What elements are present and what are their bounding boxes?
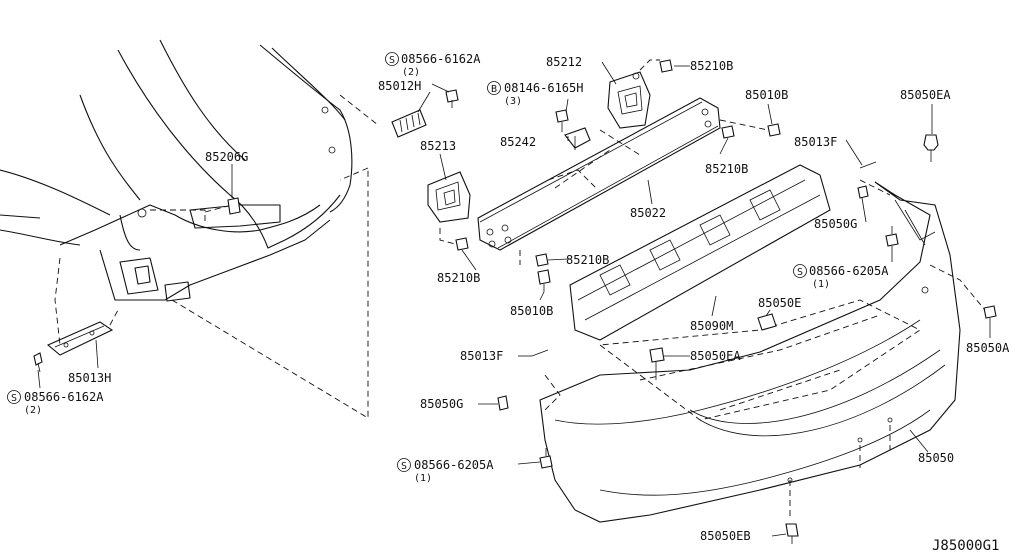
callout-85010B-top: 85010B — [745, 88, 788, 102]
qty-08566-6162A-top: (2) — [402, 67, 420, 78]
callout-85210B-mid: 85210B — [566, 253, 609, 267]
prefix-s-icon — [7, 390, 21, 404]
qty-08566-6205A-right: (1) — [812, 279, 830, 290]
callout-08566-6205A-bottom: 08566-6205A — [414, 458, 494, 472]
callout-85013F-upper: 85013F — [794, 135, 837, 149]
callout-85050EA-mid: 85050EA — [690, 349, 741, 363]
callout-85050G-left: 85050G — [420, 397, 463, 411]
callout-08566-6205A-right: 08566-6205A — [809, 264, 889, 278]
qty-08146-6165H: (3) — [504, 96, 522, 107]
screw-08566-6205A-bottom — [539, 448, 553, 469]
reinforcement-85022 — [477, 97, 721, 265]
energy-absorber-85090M — [569, 164, 831, 341]
svg-text:B: B — [491, 84, 497, 95]
qty-08566-6205A-bottom: (1) — [414, 473, 432, 484]
callout-85010B-bottom: 85010B — [510, 304, 553, 318]
callout-08146-6165H: 08146-6165H — [504, 81, 583, 95]
clip-85050G-left — [497, 395, 509, 411]
callout-85090M: 85090M — [690, 319, 733, 333]
bumper-fascia-85050 — [539, 179, 961, 523]
nut-85210B-right — [721, 125, 735, 139]
prefix-b-icon — [487, 81, 501, 95]
svg-text:S: S — [401, 461, 407, 472]
callout-85213: 85213 — [420, 139, 456, 153]
svg-text:S: S — [11, 393, 17, 404]
bolt-08146-6165H — [555, 109, 569, 132]
nut-85210B-left — [455, 237, 469, 251]
bolt-85010B-top — [719, 119, 781, 137]
callout-85013F-lower: 85013F — [460, 349, 503, 363]
bracket-85242 — [564, 127, 591, 150]
screw-08566-6205A-right — [885, 226, 899, 247]
prefix-s-icon — [397, 458, 411, 472]
retainer-85013F-upper — [859, 161, 877, 169]
qty-08566-6162A-bottom: (2) — [24, 405, 42, 416]
callout-85210B-right: 85210B — [705, 162, 748, 176]
leader-lines — [37, 61, 991, 537]
callout-85210B-top: 85210B — [690, 59, 733, 73]
callout-labels: S 08566-6162A (2) 85012H 85212 85210B B … — [7, 52, 1010, 554]
callout-85210B-left: 85210B — [437, 271, 480, 285]
callout-08566-6162A-bottom: 08566-6162A — [24, 390, 104, 404]
callout-85050E: 85050E — [758, 296, 801, 310]
vehicle-body-outline — [0, 39, 353, 302]
prefix-s-icon — [793, 264, 807, 278]
callout-85012H: 85012H — [378, 79, 421, 93]
screw-bottom-left — [33, 352, 43, 373]
callout-85022: 85022 — [630, 206, 666, 220]
callout-85050: 85050 — [918, 451, 954, 465]
clip-85206G — [150, 197, 241, 222]
callout-85242: 85242 — [500, 135, 536, 149]
clip-85050EA-mid — [649, 347, 665, 380]
nut-85210B-mid — [535, 253, 549, 267]
callout-85050EB: 85050EB — [700, 529, 751, 543]
callout-85212: 85212 — [546, 55, 582, 69]
nut-85210B-top — [659, 59, 673, 73]
callout-85050G-right: 85050G — [814, 217, 857, 231]
clip-85050E — [757, 313, 777, 331]
callout-85050A: 85050A — [966, 341, 1010, 355]
screw-08566-6162A-top — [445, 89, 459, 108]
bracket-85212 — [607, 59, 660, 129]
screw-85050A — [929, 264, 997, 319]
callout-85206G: 85206G — [205, 150, 248, 164]
bolt-85010B-bottom — [537, 269, 551, 292]
prefix-s-icon — [385, 52, 399, 66]
bracket-85012H — [391, 109, 427, 138]
svg-text:S: S — [389, 55, 395, 66]
clip-85050EB — [785, 523, 799, 544]
bracket-85013H — [46, 257, 119, 356]
bracket-85213 — [427, 171, 471, 245]
callout-08566-6162A-top: 08566-6162A — [401, 52, 481, 66]
svg-text:S: S — [797, 267, 803, 278]
clip-85050EA-top — [923, 134, 939, 162]
callout-85050EA-top: 85050EA — [900, 88, 951, 102]
diagram-code: J85000G1 — [932, 538, 999, 554]
callout-85013H: 85013H — [68, 371, 111, 385]
clip-85050G-right — [857, 185, 869, 199]
retainer-85013F-lower — [531, 349, 549, 357]
